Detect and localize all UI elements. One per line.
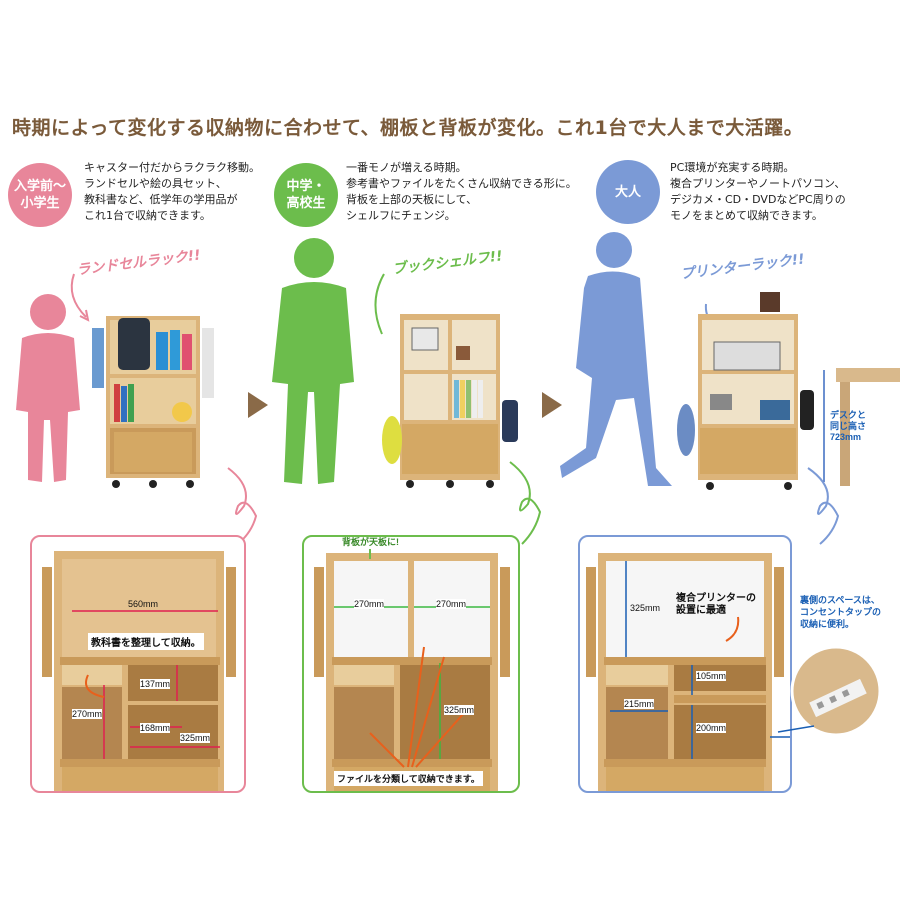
stage2-cabinet-diagram (314, 549, 510, 791)
next-arrow-2 (542, 392, 562, 418)
stage3-detail-panel: 325mm 複合プリンターの 設置に最適 105mm 215mm 200mm (578, 535, 792, 793)
inset-pointer (777, 725, 815, 733)
stage1-detail-panel: 560mm 教科書を整理して収納。 137mm 270mm 168mm 325m… (30, 535, 246, 793)
stage1-dim-h2: 270mm (72, 709, 103, 719)
stage3-dim-h-bottom: 200mm (696, 723, 727, 733)
stage3-squiggle (807, 467, 840, 545)
bookshelf-rack-image (382, 314, 518, 488)
adult-silhouette (560, 232, 672, 486)
teen-silhouette (272, 238, 354, 484)
stage3-dim-h-top: 325mm (630, 603, 661, 613)
stage2-badge: 中学・ 高校生 (274, 163, 338, 227)
desk-illustration (823, 368, 900, 486)
stage3-panel-note: 複合プリンターの 設置に最適 (676, 593, 756, 616)
stage2-description: 一番モノが増える時期。 参考書やファイルをたくさん収納できる形に。 背板を上部の… (346, 161, 577, 222)
stage1-squiggle (227, 467, 258, 545)
stage1-cabinet-diagram (42, 551, 236, 791)
stage2-squiggle (509, 461, 542, 545)
stage1-callout: ランドセルラック!! (75, 247, 202, 279)
stage1-dim-h1: 137mm (140, 679, 171, 689)
stage2-dim-h: 325mm (444, 705, 475, 715)
stage2-dim-w-right: 270mm (436, 599, 467, 609)
child-silhouette (16, 294, 80, 482)
stage2-panel-note: ファイルを分類して収納できます。 (334, 771, 483, 786)
outlet-inset-image (790, 645, 882, 737)
stage2-callout: ブックシェルフ!! (391, 248, 504, 278)
pointer-arrow (70, 273, 90, 322)
randoseru-rack-image (92, 316, 214, 488)
stage3-callout: プリンターラック!! (679, 251, 806, 283)
stage3-dim-h-mid: 105mm (696, 671, 727, 681)
printer-rack-image (677, 292, 814, 490)
stage3-description: PC環境が充実する時期。 複合プリンターやノートパソコン、 デジカメ・CD・DV… (670, 161, 846, 222)
stage2-top-note: 背板が天板に! (342, 537, 399, 547)
desk-height-note: デスクと 同じ高さ 723mm (830, 410, 867, 442)
stage1-panel-note: 教科書を整理して収納。 (88, 633, 204, 650)
stage1-dim-w2: 325mm (180, 733, 211, 743)
stage3-dim-w-left: 215mm (624, 699, 655, 709)
stage1-badge: 入学前〜 小学生 (8, 163, 72, 227)
stage3-cabinet-diagram (586, 553, 790, 791)
stage2-detail-panel: 背板が天板に! 270mm 270mm 325mm ファイルを分類して収納できま… (302, 535, 520, 793)
stage2-dim-w-left: 270mm (354, 599, 385, 609)
stage1-description: キャスター付だからラクラク移動。 ランドセルや絵の具セット、 教科書など、低学年… (84, 161, 260, 222)
pointer-arrow-2 (374, 273, 385, 335)
stage1-dim-w1: 168mm (140, 723, 171, 733)
page-headline: 時期によって変化する収納物に合わせて、棚板と背板が変化。これ1台で大人まで大活躍… (12, 117, 804, 139)
stage3-badge: 大人 (596, 160, 660, 224)
next-arrow-1 (248, 392, 268, 418)
stage3-side-note: 裏側のスペースは、 コンセントタップの 収納に便利。 (800, 595, 882, 629)
stage1-dim-width-top: 560mm (128, 599, 159, 609)
